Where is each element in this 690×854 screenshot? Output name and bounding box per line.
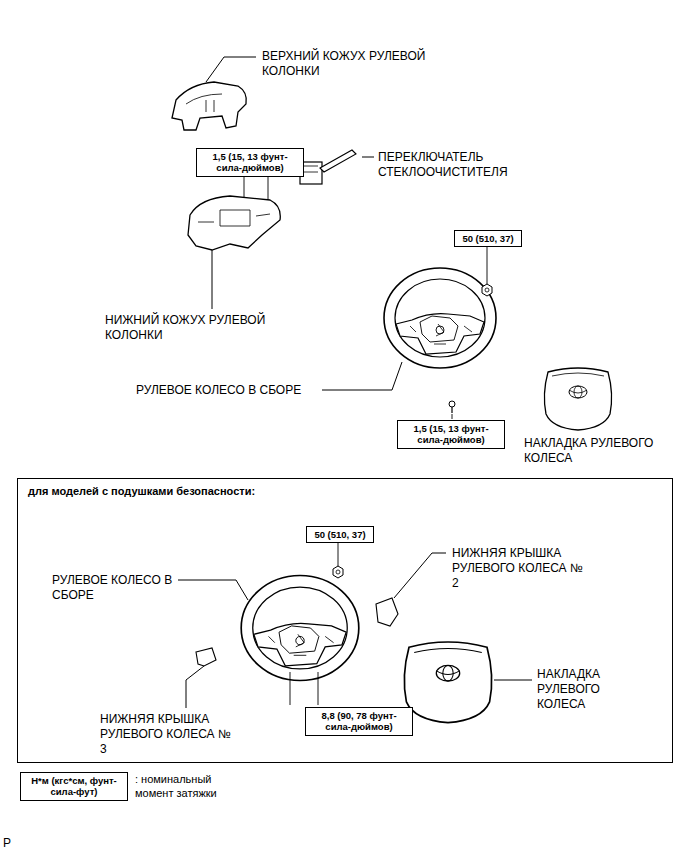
part-name: НИЖНЯЯ КРЫШКА РУЛЕВОГО КОЛЕСА № 2: [452, 546, 592, 591]
part-name: ВЕРХНИЙ КОЖУХ РУЛЕВОЙ КОЛОНКИ: [262, 49, 462, 79]
page-mark: P: [3, 836, 23, 851]
part-name: ПЕРЕКЛЮЧАТЕЛЬ СТЕКЛООЧИСТИТЕЛЯ: [378, 150, 558, 180]
part-name: РУЛЕВОЕ КОЛЕСО В СБОРЕ: [136, 383, 356, 398]
part-name: НАКЛАДКА РУЛЕВОГО КОЛЕСА: [524, 436, 674, 466]
torque-value: 8,8 (90, 78 фунт-сила-дюймов): [309, 710, 409, 733]
torque-box: Н*м (кгс*см, фунт-сила-фут): [20, 772, 128, 801]
torque-value: Н*м (кгс*см, фунт-сила-фут): [24, 775, 124, 798]
section-heading: для моделей с подушками безопасности:: [28, 485, 662, 497]
torque-value: 1,5 (15, 13 фунт-сила-дюймов): [200, 151, 300, 174]
part-name: НИЖНЯЯ КРЫШКА РУЛЕВОГО КОЛЕСА № 3: [100, 712, 240, 757]
torque-value: 1,5 (15, 13 фунт-сила-дюймов): [401, 423, 501, 446]
torque-value: 50 (510, 37): [310, 529, 370, 540]
torque-box: 1,5 (15, 13 фунт-сила-дюймов): [196, 148, 304, 177]
torque-value: 50 (510, 37): [458, 233, 518, 244]
torque-box: 1,5 (15, 13 фунт-сила-дюймов): [397, 420, 505, 449]
legend-text: : номинальный момент затяжки: [135, 773, 245, 801]
torque-box: 50 (510, 37): [306, 526, 374, 543]
part-name: НАКЛАДКА РУЛЕВОГО КОЛЕСА: [537, 667, 647, 712]
part-name: НИЖНИЙ КОЖУХ РУЛЕВОЙ КОЛОНКИ: [105, 313, 305, 343]
torque-box: 8,8 (90, 78 фунт-сила-дюймов): [305, 707, 413, 736]
torque-box: 50 (510, 37): [454, 230, 522, 247]
part-name: РУЛЕВОЕ КОЛЕСО В СБОРЕ: [52, 573, 182, 603]
